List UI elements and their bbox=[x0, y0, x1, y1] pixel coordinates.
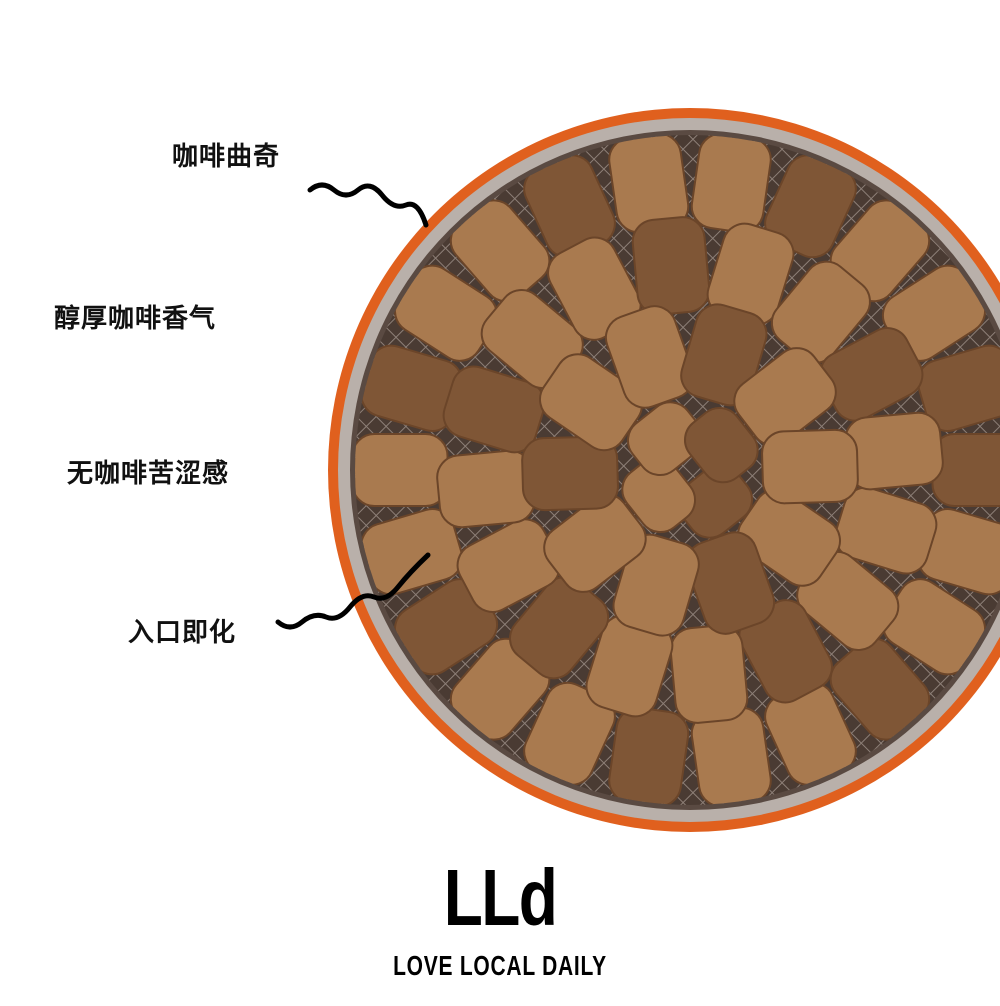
cookie bbox=[733, 347, 837, 447]
cookie bbox=[543, 493, 647, 593]
cookie bbox=[621, 456, 697, 534]
cookie bbox=[834, 486, 938, 575]
label-no-bitterness: 无咖啡苦涩感 bbox=[67, 459, 230, 489]
label-rich-aroma: 醇厚咖啡香气 bbox=[54, 304, 217, 334]
wavy-pointer-line bbox=[275, 552, 431, 630]
cookie bbox=[631, 216, 711, 316]
label-melt-in-mouth: 入口即化 bbox=[128, 618, 237, 648]
cookie bbox=[676, 463, 754, 539]
label-coffee-cookie: 咖啡曲奇 bbox=[172, 142, 281, 172]
cookie bbox=[608, 706, 690, 805]
cookie bbox=[626, 401, 704, 477]
cookie bbox=[685, 531, 776, 635]
cookie bbox=[916, 344, 1000, 432]
cookie bbox=[690, 135, 772, 234]
brand-logo-mark: LLd bbox=[443, 853, 558, 942]
cookie bbox=[612, 533, 700, 637]
cookie bbox=[680, 303, 768, 407]
cookie bbox=[683, 406, 759, 484]
cookie bbox=[604, 305, 695, 409]
cookie bbox=[355, 433, 449, 507]
cookie bbox=[669, 624, 749, 724]
cookie bbox=[442, 365, 546, 454]
brand-name: LOVE LOCAL DAILY bbox=[393, 950, 607, 981]
cookie bbox=[521, 435, 619, 512]
wavy-pointer-line bbox=[307, 182, 429, 228]
cookie bbox=[761, 428, 859, 505]
